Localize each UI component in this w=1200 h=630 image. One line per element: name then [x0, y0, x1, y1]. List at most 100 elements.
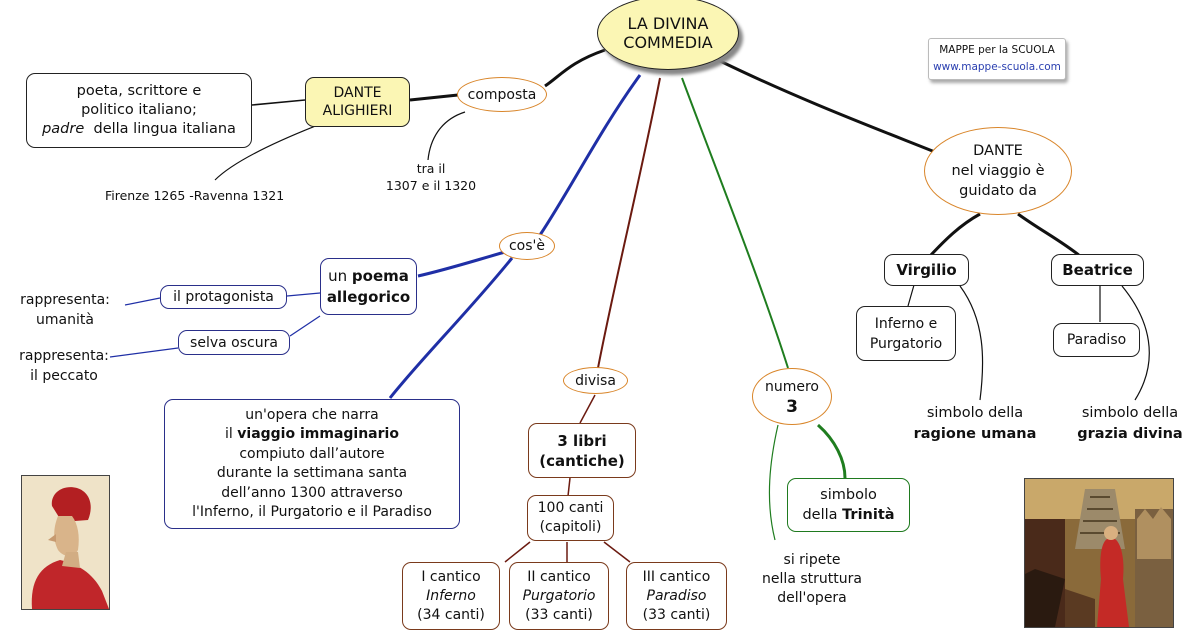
- opera-line-1: un'opera che narra: [245, 406, 379, 423]
- beatrice-regno-label: Paradiso: [1066, 332, 1127, 348]
- composta-date: tra il 1307 e il 1320: [376, 160, 486, 194]
- rappr2-line-2: il peccato: [30, 368, 98, 384]
- virgilio-node: Virgilio: [884, 254, 969, 286]
- opera-line-2: il viaggio immaginario: [225, 425, 399, 445]
- virgilio-regni-line-1: Inferno e: [874, 315, 938, 332]
- composta-date-line-2: 1307 e il 1320: [385, 178, 477, 193]
- dante-desc-rest: della lingua italiana: [93, 121, 236, 137]
- guide-line-2: nel viaggio è: [951, 163, 1045, 179]
- ripete-text: si ripete nella struttura dell'opera: [747, 551, 877, 608]
- dante-portrait-image: [21, 475, 110, 610]
- opera-line-2-bold: viaggio immaginario: [237, 426, 399, 442]
- beatrice-regno-node: Paradiso: [1053, 323, 1140, 357]
- poema-line-2: allegorico: [326, 287, 411, 306]
- brand-name: MAPPE per la SCUOLA: [939, 44, 1055, 56]
- libri-line-1: 3 libri: [557, 431, 607, 450]
- opera-line-6: l'Inferno, il Purgatorio e il Paradiso: [192, 504, 432, 520]
- guide-node: DANTE nel viaggio è guidato da: [924, 127, 1072, 215]
- opera-line-4: durante la settimana santa: [216, 465, 408, 481]
- selva-label: selva oscura: [190, 334, 278, 351]
- beatrice-label: Beatrice: [1062, 261, 1133, 279]
- selva-oscura-node: selva oscura: [178, 330, 290, 355]
- brand-badge: MAPPE per la SCUOLA www.mappe-scuola.com: [928, 38, 1066, 80]
- brand-url: www.mappe-scuola.com: [933, 61, 1061, 73]
- cantica-paradiso-node: III cantico Paradiso (33 canti): [626, 562, 727, 630]
- virgilio-simbolo-line-2: ragione umana: [913, 426, 1037, 442]
- rappr2-line-1: rappresenta:: [19, 348, 109, 364]
- numero-line-2: 3: [786, 396, 798, 417]
- libri-line-2: (cantiche): [539, 451, 625, 470]
- dante-description-node: poeta, scrittore e politico italiano; pa…: [26, 73, 252, 148]
- ripete-line-1: si ripete: [783, 552, 841, 568]
- virgilio-regni-line-2: Purgatorio: [869, 335, 943, 352]
- virgilio-simbolo: simbolo della ragione umana: [900, 403, 1050, 445]
- cantica-inferno-node: I cantico Inferno (34 canti): [402, 562, 500, 630]
- opera-line-3: compiuto dall’autore: [239, 445, 385, 462]
- dante-name-node: DANTE ALIGHIERI: [305, 77, 410, 127]
- rappr1-line-2: umanità: [36, 312, 94, 328]
- rappresenta-peccato: rappresenta: il peccato: [6, 346, 122, 386]
- divisa-node: divisa: [563, 367, 628, 394]
- cantica-purgatorio-node: II cantico Purgatorio (33 canti): [509, 562, 609, 630]
- beatrice-simbolo: simbolo della grazia divina: [1062, 403, 1198, 445]
- poema-word: poema: [351, 266, 409, 285]
- trinita-pre: della: [802, 507, 838, 523]
- dante-dates: Firenze 1265 -Ravenna 1321: [105, 188, 285, 203]
- opera-description-node: un'opera che narra il viaggio immaginari…: [164, 399, 460, 529]
- cose-label: cos'è: [508, 238, 546, 254]
- canti-line-1: 100 canti: [537, 500, 604, 516]
- beatrice-simbolo-line-2: grazia divina: [1077, 426, 1183, 442]
- dante-name-line-1: DANTE: [333, 85, 382, 101]
- virgilio-simbolo-line-1: simbolo della: [926, 405, 1024, 421]
- rappr1-line-1: rappresenta:: [20, 292, 110, 308]
- dante-desc-line-2: politico italiano;: [81, 102, 197, 118]
- title-line-1: LA DIVINA: [627, 14, 709, 33]
- numero-node: numero 3: [752, 368, 832, 425]
- ripete-line-2: nella struttura: [762, 571, 862, 587]
- title-line-2: COMMEDIA: [623, 33, 713, 52]
- cantica-3-line-2: Paradiso: [646, 587, 707, 604]
- ripete-line-3: dell'opera: [777, 590, 847, 606]
- cantica-2-line-3: (33 canti): [525, 606, 593, 623]
- dante-desc-italic: padre: [42, 121, 85, 137]
- trinita-line-1: simbolo: [820, 487, 877, 503]
- poema-prefix: un: [328, 266, 348, 285]
- opera-line-2-pre: il: [225, 426, 233, 442]
- cantica-1-line-3: (34 canti): [417, 606, 485, 623]
- guide-line-1: DANTE: [973, 143, 1023, 159]
- canti-node: 100 canti (capitoli): [527, 495, 614, 541]
- trinita-bold: Trinità: [842, 507, 895, 523]
- composta-date-line-1: tra il: [416, 161, 446, 176]
- cantica-2-line-1: II cantico: [527, 568, 591, 585]
- dante-desc-line-3: padre della lingua italiana: [42, 120, 236, 139]
- trinita-line-2: della Trinità: [802, 505, 894, 525]
- dante-name-line-2: ALIGHIERI: [322, 103, 393, 119]
- divisa-label: divisa: [575, 372, 616, 389]
- numero-line-1: numero: [764, 378, 819, 395]
- rappresenta-umanita: rappresenta: umanità: [5, 290, 125, 330]
- composta-node: composta: [457, 77, 547, 112]
- protagonista-label: il protagonista: [173, 289, 274, 305]
- opera-line-5: dell’anno 1300 attraverso: [221, 484, 403, 501]
- cose-node: cos'è: [499, 232, 555, 260]
- protagonista-node: il protagonista: [160, 285, 287, 309]
- composta-label: composta: [467, 86, 537, 103]
- trinita-node: simbolo della Trinità: [787, 478, 910, 532]
- poema-allegorico-node: un poema allegorico: [320, 258, 417, 315]
- beatrice-simbolo-line-1: simbolo della: [1081, 405, 1179, 421]
- divina-commedia-painting: [1024, 478, 1174, 628]
- dante-desc-line-1: poeta, scrittore e: [76, 83, 202, 99]
- poema-line-1: un poema: [328, 266, 409, 287]
- guide-line-3: guidato da: [959, 183, 1037, 199]
- virgilio-regni-node: Inferno e Purgatorio: [856, 306, 956, 361]
- cantica-3-line-1: III cantico: [642, 568, 711, 585]
- libri-node: 3 libri (cantiche): [528, 423, 636, 478]
- cantica-2-line-2: Purgatorio: [522, 587, 596, 604]
- virgilio-label: Virgilio: [896, 261, 957, 279]
- beatrice-node: Beatrice: [1051, 254, 1144, 286]
- cantica-3-line-3: (33 canti): [642, 606, 711, 623]
- cantica-1-line-2: Inferno: [426, 587, 476, 604]
- map-title: LA DIVINA COMMEDIA: [597, 0, 739, 70]
- canti-line-2: (capitoli): [539, 519, 602, 535]
